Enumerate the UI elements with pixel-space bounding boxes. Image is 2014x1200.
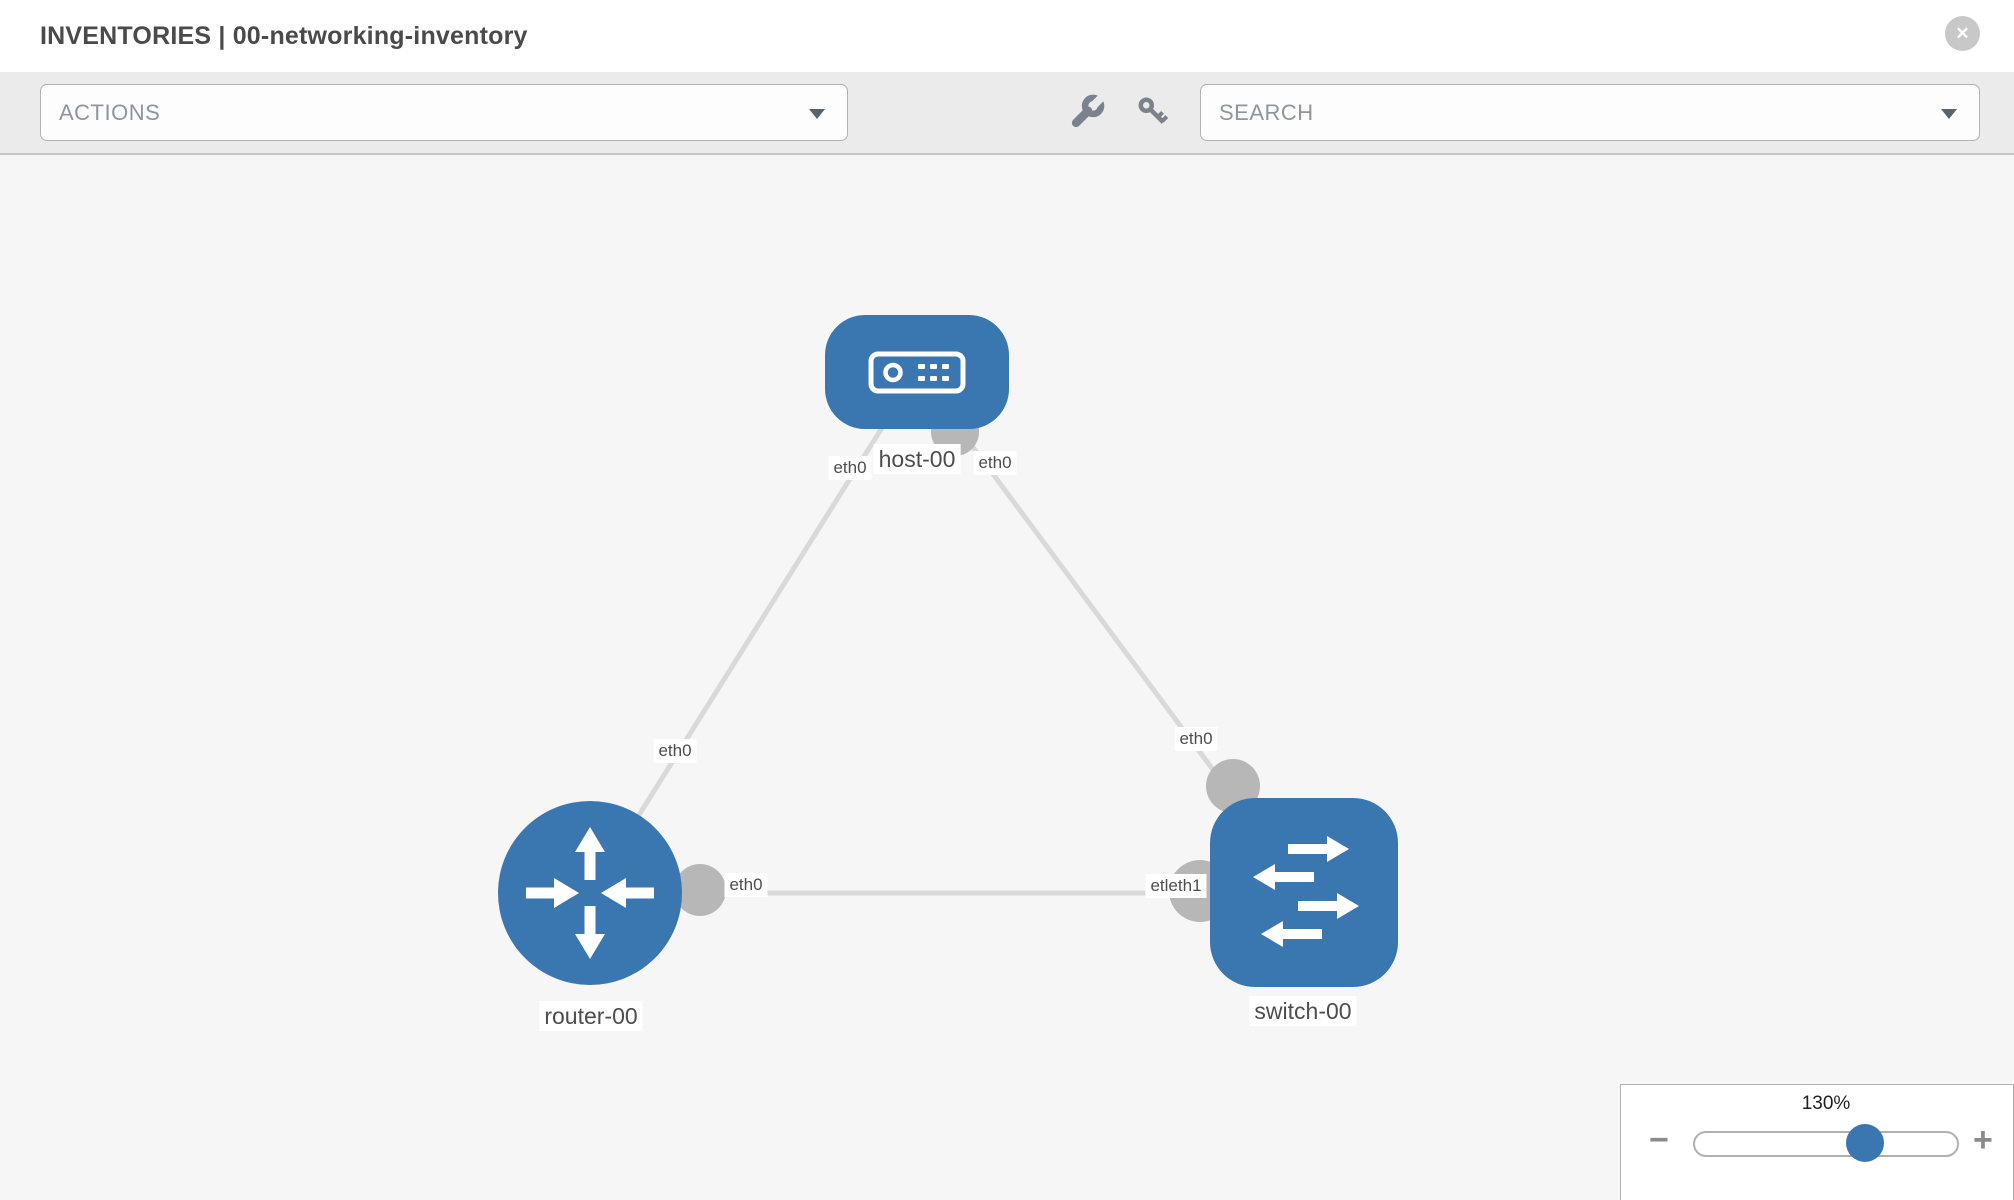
search-input: SEARCH [1219,99,1314,125]
zoom-level: 130% [1801,1093,1851,1114]
node-label-router: router-00 [539,1001,643,1032]
chevron-down-icon [1941,109,1957,119]
link-host-router[interactable] [587,370,920,895]
switch-icon [1253,836,1359,947]
topology-canvas[interactable]: host-00 router-00 switch-00 eth0 eth0 et… [0,155,2014,1200]
node-label-host: host-00 [873,444,961,475]
zoom-slider-track[interactable] [1693,1124,1959,1162]
close-icon: ✕ [1955,23,1970,43]
interface-label-bottom-right: etleth1 [1145,874,1207,898]
header: INVENTORIES | 00-networking-inventory ✕ [0,0,2014,72]
node-host-00[interactable] [825,315,1009,429]
wrench-icon[interactable] [1067,94,1105,137]
interface-label-host-right: eth0 [973,451,1017,475]
router-icon [526,827,654,959]
topology-graph [498,315,1398,987]
interface-handle-router[interactable] [674,864,726,916]
zoom-slider-thumb[interactable] [1846,1124,1884,1162]
close-button[interactable]: ✕ [1945,16,1980,51]
search-dropdown[interactable]: SEARCH [1200,84,1980,141]
interface-label-switch-link: eth0 [1174,727,1218,751]
zoom-out-button[interactable]: − [1649,1121,1669,1159]
interface-label-bottom-left: eth0 [724,873,768,897]
toolbar: ACTIONS SEARCH [0,72,2014,155]
node-switch-00[interactable] [1210,798,1398,987]
node-router-00[interactable] [498,801,682,985]
interface-label-router-link: eth0 [653,739,697,763]
node-label-switch: switch-00 [1249,996,1357,1027]
interface-label-host-left: eth0 [828,456,872,480]
zoom-in-button[interactable]: + [1973,1121,1993,1159]
page-title: INVENTORIES | 00-networking-inventory [40,21,528,50]
host-icon [868,351,966,394]
actions-dropdown[interactable]: ACTIONS [40,84,848,141]
zoom-panel: 130% − + [1620,1084,2014,1200]
actions-dropdown-label: ACTIONS [59,99,161,125]
key-icon[interactable] [1135,94,1171,135]
chevron-down-icon [809,109,825,119]
